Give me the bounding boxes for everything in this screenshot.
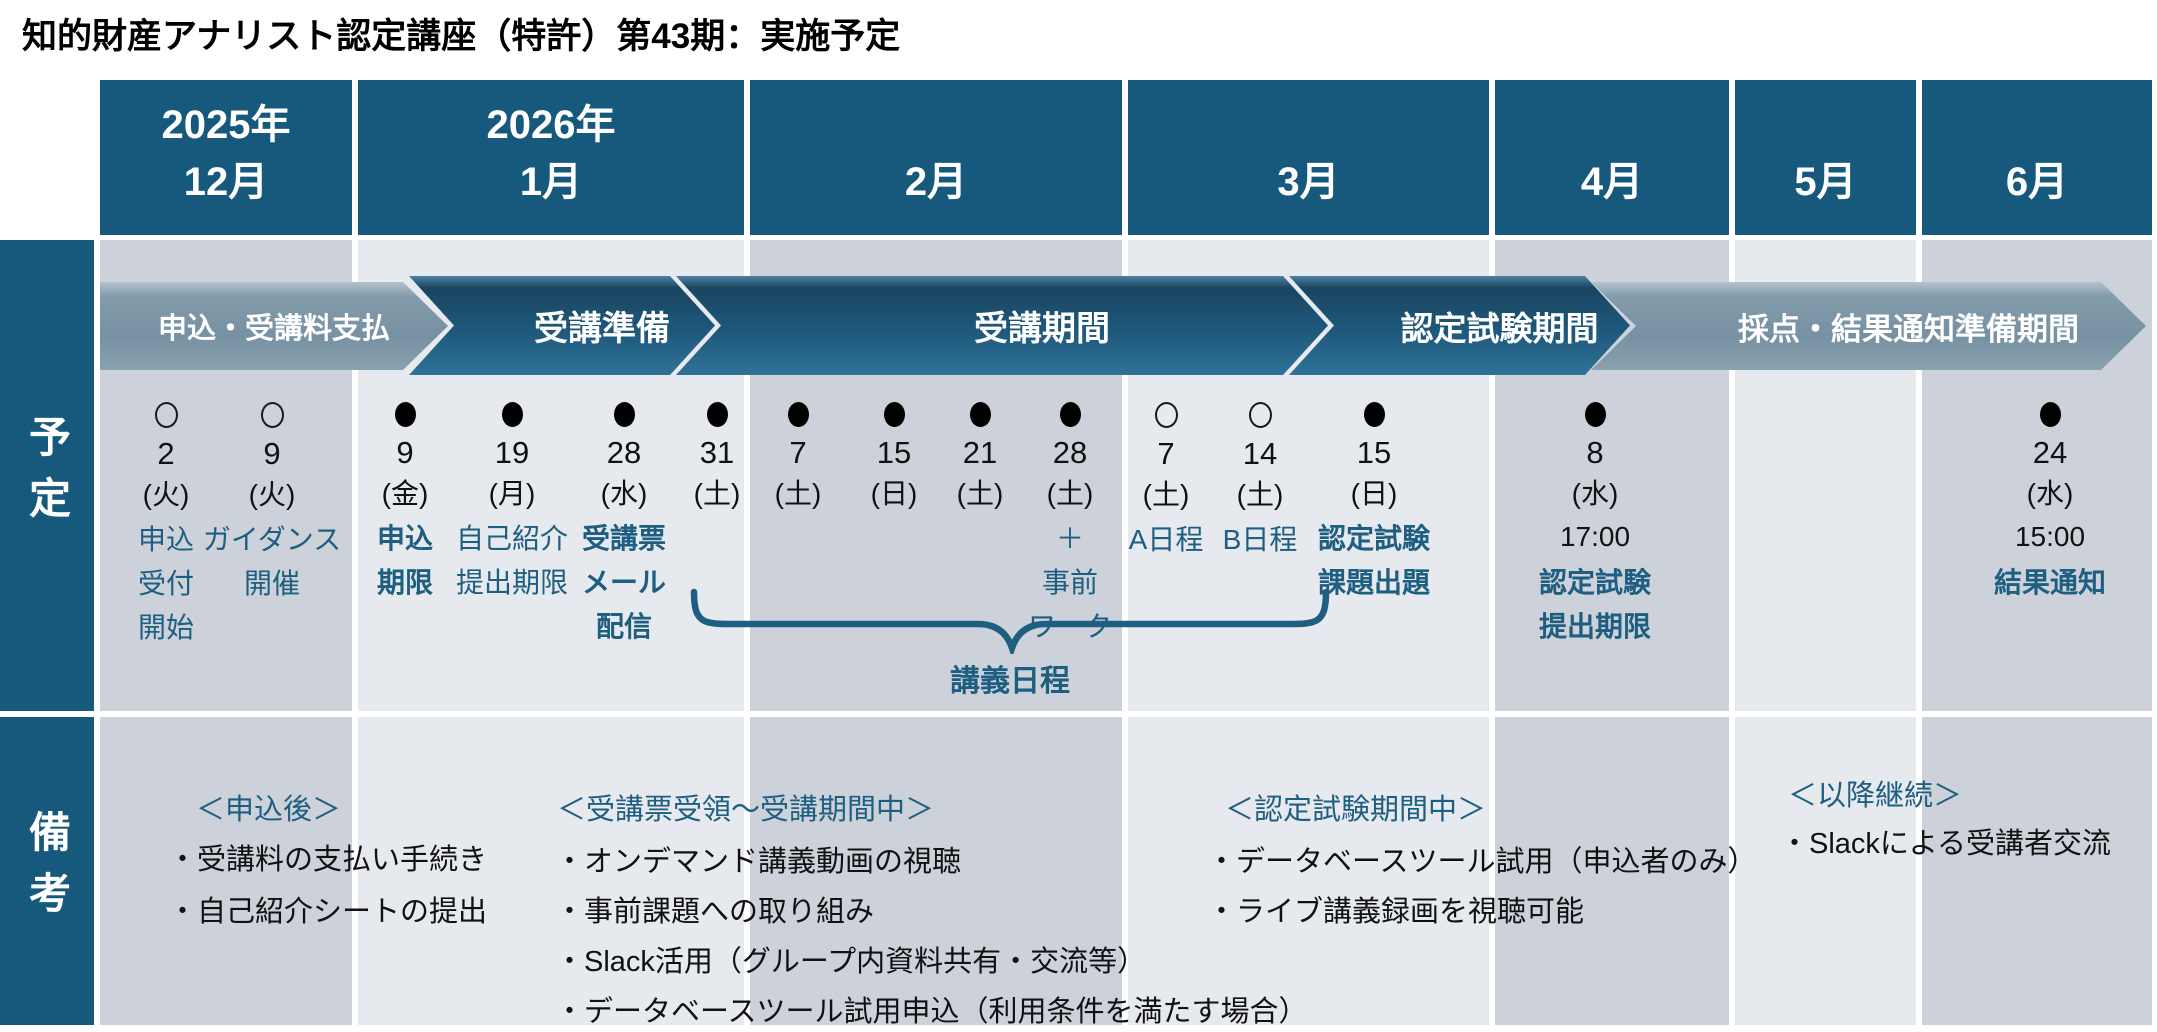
milestone-filled-dot-icon bbox=[969, 402, 991, 427]
note-item: ・オンデマンド講義動画の視聴 bbox=[555, 846, 962, 878]
date-marker-dec-2: 2 (火) 申込 受付 開始 bbox=[91, 402, 241, 650]
date-marker-jan-9: 9 (金) 申込 期限 bbox=[330, 402, 480, 605]
note-heading-exam-period: ＜認定試験期間中＞ bbox=[1225, 794, 1487, 826]
milestone-open-dot-icon bbox=[1248, 402, 1272, 428]
month-header-jan-2026: 2026年 1月 bbox=[358, 80, 744, 235]
date-marker-feb-15: 15 (日) bbox=[819, 402, 969, 515]
phase-arrow-course-period: 受講期間 bbox=[676, 276, 1328, 375]
note-item: ・Slackによる受講者交流 bbox=[1780, 828, 2112, 860]
date-marker-mar-15: 15 (日) 認定試験 課題出題 bbox=[1299, 402, 1449, 605]
date-marker-feb-28: 28 (土) ＋ 事前 ワーク bbox=[995, 402, 1145, 649]
note-heading-course-period: ＜受講票受領～受講期間中＞ bbox=[557, 794, 935, 826]
date-marker-feb-21: 21 (土) bbox=[905, 402, 1055, 515]
note-heading-after-application: ＜申込後＞ bbox=[196, 794, 342, 826]
notes-cell-may bbox=[1735, 717, 1916, 1025]
notes-cell-dec bbox=[100, 717, 352, 1025]
month-header-may: 5月 bbox=[1735, 80, 1916, 235]
note-item: ・事前課題への取り組み bbox=[555, 896, 875, 928]
date-marker-jan-19: 19 (月) 自己紹介 提出期限 bbox=[437, 402, 587, 605]
notes-cell-mar bbox=[1128, 717, 1489, 1025]
note-item: ・Slack活用（グループ内資料共有・交流等） bbox=[555, 946, 1147, 978]
lecture-dates-label: 講義日程 bbox=[950, 665, 1070, 698]
date-marker-apr-8: 8 (水) 17:00 認定試験 提出期限 bbox=[1520, 402, 1670, 649]
date-marker-mar-7: 7 (土) A日程 bbox=[1091, 402, 1241, 562]
notes-cell-feb bbox=[750, 717, 1122, 1025]
milestone-filled-dot-icon bbox=[501, 402, 523, 427]
milestone-filled-dot-icon bbox=[1363, 402, 1385, 427]
month-header-feb: 2月 bbox=[750, 80, 1122, 235]
month-header-jun: 6月 bbox=[1922, 80, 2152, 235]
milestone-open-dot-icon bbox=[1154, 402, 1178, 428]
milestone-filled-dot-icon bbox=[1059, 402, 1081, 427]
note-heading-ongoing: ＜以降継続＞ bbox=[1788, 780, 1963, 812]
milestone-filled-dot-icon bbox=[1584, 402, 1606, 427]
phase-arrow-grading-notice-period: 採点・結果通知準備期間 bbox=[1591, 282, 2146, 370]
date-marker-jan-31: 31 (土) bbox=[642, 402, 792, 515]
phase-arrow-exam-period: 認定試験期間 bbox=[1289, 276, 1630, 375]
milestone-filled-dot-icon bbox=[2039, 402, 2061, 427]
milestone-filled-dot-icon bbox=[613, 402, 635, 427]
notes-cell-jun bbox=[1922, 717, 2152, 1025]
row-header-notes: 備考 bbox=[0, 717, 94, 1025]
milestone-filled-dot-icon bbox=[394, 402, 416, 427]
milestone-open-dot-icon bbox=[260, 402, 284, 428]
milestone-filled-dot-icon bbox=[787, 402, 809, 427]
notes-cell-jan bbox=[358, 717, 744, 1025]
phase-arrow-preparation: 受講準備 bbox=[409, 276, 715, 375]
note-item: ・受講料の支払い手続き bbox=[168, 844, 488, 876]
milestone-filled-dot-icon bbox=[883, 402, 905, 427]
note-item: ・自己紹介シートの提出 bbox=[168, 896, 488, 928]
row-header-schedule: 予定 bbox=[0, 240, 94, 711]
page-title: 知的財産アナリスト認定講座（特許）第43期：実施予定 bbox=[22, 17, 901, 56]
note-item: ・データベースツール試用申込（利用条件を満たす場合） bbox=[555, 996, 1308, 1028]
phase-arrow-application-payment: 申込・受講料支払 bbox=[100, 282, 448, 370]
date-marker-jan-28: 28 (水) 受講票 メール 配信 bbox=[549, 402, 699, 649]
lecture-dates-brace bbox=[690, 588, 1330, 654]
date-marker-jun-24: 24 (水) 15:00 結果通知 bbox=[1975, 402, 2125, 605]
month-header-apr: 4月 bbox=[1495, 80, 1729, 235]
date-marker-feb-7: 7 (土) bbox=[723, 402, 873, 515]
milestone-open-dot-icon bbox=[154, 402, 178, 428]
date-marker-mar-14: 14 (土) B日程 bbox=[1185, 402, 1335, 562]
milestone-filled-dot-icon bbox=[706, 402, 728, 427]
date-marker-dec-9: 9 (火) ガイダンス 開催 bbox=[197, 402, 347, 606]
note-item: ・ライブ講義録画を視聴可能 bbox=[1207, 896, 1585, 928]
note-item: ・データベースツール試用（申込者のみ） bbox=[1207, 846, 1757, 878]
notes-cell-apr bbox=[1495, 717, 1729, 1025]
month-header-dec-2025: 2025年 12月 bbox=[100, 80, 352, 235]
month-header-mar: 3月 bbox=[1128, 80, 1489, 235]
